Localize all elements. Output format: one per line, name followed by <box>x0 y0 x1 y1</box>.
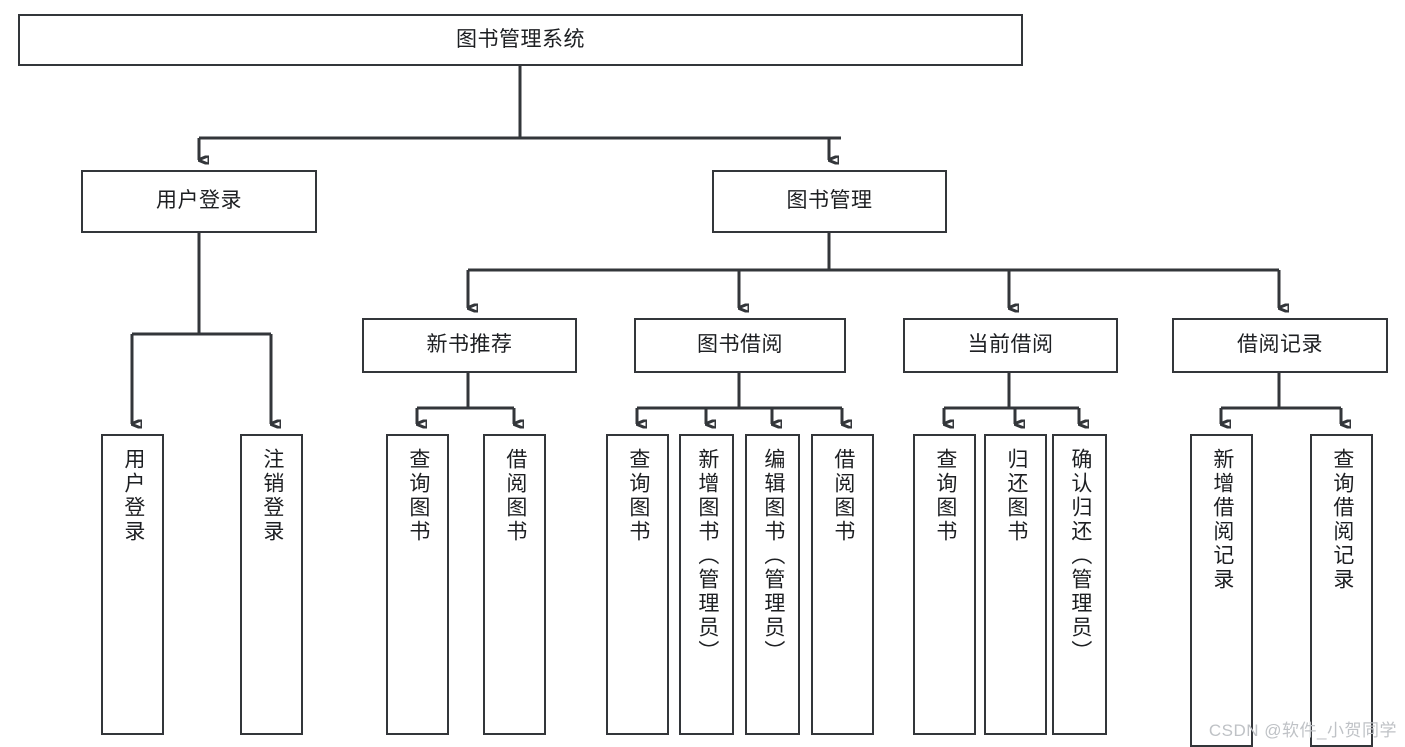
node-leaf-borrow-book-2[interactable]: 借阅图书 <box>811 434 874 735</box>
node-root-label: 图书管理系统 <box>456 27 585 51</box>
node-leaf-query-record-label: 查询借阅记录 <box>1330 448 1354 592</box>
node-leaf-user-logout[interactable]: 注销登录 <box>240 434 303 735</box>
node-leaf-borrow-book-2-label: 借阅图书 <box>831 448 855 544</box>
node-leaf-user-logout-label: 注销登录 <box>260 448 284 544</box>
node-leaf-query-book-3[interactable]: 查询图书 <box>913 434 976 735</box>
node-user-login-label: 用户登录 <box>156 189 242 213</box>
node-current-borrow-label: 当前借阅 <box>967 333 1054 357</box>
node-leaf-return-book-label: 归还图书 <box>1004 448 1028 544</box>
node-leaf-confirm-return-label: 确认归还（管理员） <box>1068 448 1092 664</box>
node-leaf-user-login-label: 用户登录 <box>121 448 145 544</box>
node-root[interactable]: 图书管理系统 <box>18 14 1023 66</box>
node-user-login[interactable]: 用户登录 <box>81 170 317 233</box>
node-leaf-add-book-label: 新增图书（管理员） <box>695 448 719 664</box>
node-leaf-add-book[interactable]: 新增图书（管理员） <box>679 434 734 735</box>
node-leaf-query-book-3-label: 查询图书 <box>933 448 957 544</box>
node-leaf-query-record[interactable]: 查询借阅记录 <box>1310 434 1373 747</box>
node-borrow-record-label: 借阅记录 <box>1237 333 1323 357</box>
node-new-book-rec-label: 新书推荐 <box>426 333 513 357</box>
node-leaf-borrow-book-1-label: 借阅图书 <box>503 448 527 544</box>
node-leaf-borrow-book-1[interactable]: 借阅图书 <box>483 434 546 735</box>
node-leaf-confirm-return[interactable]: 确认归还（管理员） <box>1052 434 1107 735</box>
node-leaf-edit-book[interactable]: 编辑图书（管理员） <box>745 434 800 735</box>
node-leaf-return-book[interactable]: 归还图书 <box>984 434 1047 735</box>
node-leaf-query-book-1-label: 查询图书 <box>406 448 430 544</box>
node-book-manage-label: 图书管理 <box>786 189 873 213</box>
node-leaf-query-book-2-label: 查询图书 <box>626 448 650 544</box>
node-leaf-add-record[interactable]: 新增借阅记录 <box>1190 434 1253 747</box>
node-leaf-query-book-2[interactable]: 查询图书 <box>606 434 669 735</box>
node-book-borrow[interactable]: 图书借阅 <box>634 318 846 373</box>
node-leaf-edit-book-label: 编辑图书（管理员） <box>761 448 785 664</box>
node-leaf-user-login[interactable]: 用户登录 <box>101 434 164 735</box>
node-new-book-rec[interactable]: 新书推荐 <box>362 318 577 373</box>
node-book-borrow-label: 图书借阅 <box>697 333 783 357</box>
node-borrow-record[interactable]: 借阅记录 <box>1172 318 1388 373</box>
node-current-borrow[interactable]: 当前借阅 <box>903 318 1118 373</box>
node-leaf-add-record-label: 新增借阅记录 <box>1210 448 1234 592</box>
node-book-manage[interactable]: 图书管理 <box>712 170 947 233</box>
node-leaf-query-book-1[interactable]: 查询图书 <box>386 434 449 735</box>
